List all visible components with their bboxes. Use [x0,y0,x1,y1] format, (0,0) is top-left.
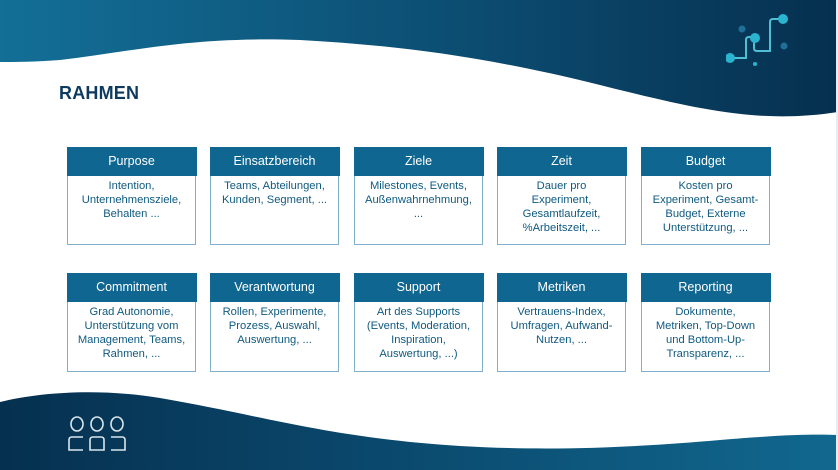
card-budget: Budget Kosten pro Experiment, Gesamt- Bu… [640,146,771,245]
card-purpose: Purpose Intention, Unternehmensziele, Be… [66,146,197,245]
card-reporting: Reporting Dokumente, Metriken, Top-Down … [640,272,771,372]
card-support: Support Art des Supports (Events, Modera… [353,272,484,372]
card-body: Intention, Unternehmensziele, Behalten .… [81,179,182,220]
card-body: Dokumente, Metriken, Top-Down und Bottom… [655,305,756,361]
card-body: Kosten pro Experiment, Gesamt- Budget, E… [652,179,759,235]
slide-edge [836,0,838,470]
bottom-wave-banner [0,392,838,470]
card-verantwortung: Verantwortung Rollen, Experimente, Proze… [209,272,340,372]
card-body: Dauer pro Experiment, Gesamtlaufzeit, %A… [522,179,601,235]
card-ziele: Ziele Milestones, Events, Außenwahrnehmu… [353,146,484,245]
card-metriken: Metriken Vertrauens-Index, Umfragen, Auf… [496,272,627,372]
card-header: Purpose [66,146,197,176]
card-body: Milestones, Events, Außenwahrnehmung, ..… [365,179,472,220]
card-header: Reporting [640,272,771,302]
card-header: Ziele [353,146,484,176]
top-wave-banner [0,0,838,117]
card-body: Grad Autonomie, Unterstützung vom Manage… [77,305,186,361]
card-body: Vertrauens-Index, Umfragen, Aufwand- Nut… [510,305,613,346]
card-body: Teams, Abteilungen, Kunden, Segment, ... [221,179,328,206]
card-header: Commitment [66,272,197,302]
network-nodes-icon [726,14,788,66]
card-zeit: Zeit Dauer pro Experiment, Gesamtlaufzei… [496,146,627,245]
card-einsatzbereich: Einsatzbereich Teams, Abteilungen, Kunde… [209,146,340,245]
card-header: Verantwortung [209,272,340,302]
people-group-icon [68,416,126,451]
card-header: Zeit [496,146,627,176]
card-body: Rollen, Experimente, Prozess, Auswahl, A… [222,305,327,346]
card-header: Metriken [496,272,627,302]
page-title: RAHMEN [59,83,140,103]
card-header: Support [353,272,484,302]
card-body: Art des Supports (Events, Moderation, In… [366,305,471,361]
card-commitment: Commitment Grad Autonomie, Unterstützung… [66,272,197,372]
card-header: Einsatzbereich [209,146,340,176]
card-header: Budget [640,146,771,176]
